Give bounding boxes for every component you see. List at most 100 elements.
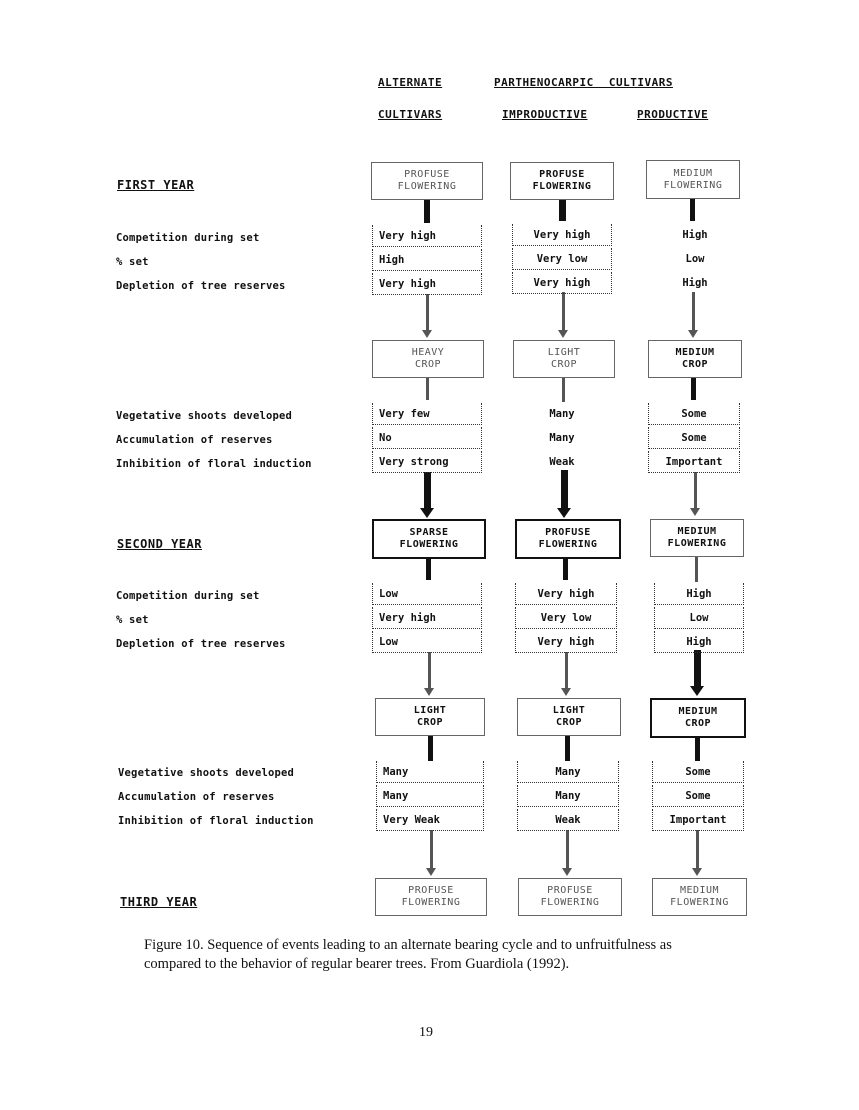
value-cell: Some <box>648 427 740 449</box>
box-text: FLOWERING <box>540 897 600 908</box>
header-parthenocarpic: PARTHENOCARPIC CULTIVARS <box>494 76 673 89</box>
arrowhead-icon <box>690 508 700 516</box>
arrowhead-icon <box>426 868 436 876</box>
box-y1-crop-alternate: HEAVY CROP <box>372 340 484 378</box>
label-set-y1: % set <box>116 256 149 268</box>
connector <box>424 199 430 223</box>
value-cell: Weak <box>549 456 575 468</box>
box-text: FLOWERING <box>399 539 459 550</box>
label-competition-y2: Competition during set <box>116 590 260 602</box>
connector <box>692 292 695 330</box>
arrowhead-icon <box>562 868 572 876</box>
label-accumulation-y1: Accumulation of reserves <box>116 434 273 446</box>
box-y2-crop-alternate: LIGHT CROP <box>375 698 485 736</box>
value-cell: Very low <box>515 607 617 629</box>
connector <box>694 650 701 686</box>
box-text: PROFUSE <box>404 169 450 180</box>
label-set-y2: % set <box>116 614 149 626</box>
arrowhead-icon <box>692 868 702 876</box>
value-cell: Low <box>372 583 482 605</box>
connector <box>696 830 699 868</box>
arrowhead-icon <box>422 330 432 338</box>
box-text: LIGHT <box>552 705 586 716</box>
connector <box>565 652 568 688</box>
page-number: 19 <box>419 1025 433 1040</box>
value-cell: Very high <box>515 583 617 605</box>
connector <box>565 735 570 761</box>
value-cell: Very Weak <box>376 809 484 831</box>
arrowhead-icon <box>561 688 571 696</box>
value-cell: Weak <box>517 809 619 831</box>
value-cell: Very high <box>372 273 482 295</box>
box-text: PROFUSE <box>408 885 454 896</box>
connector <box>428 652 431 688</box>
value-cell: Many <box>376 785 484 807</box>
connector <box>424 472 431 508</box>
value-cell: Low <box>372 631 482 653</box>
connector <box>694 472 697 508</box>
box-text: MEDIUM <box>675 347 715 358</box>
connector <box>426 556 431 580</box>
box-y1-crop-improductive: LIGHT CROP <box>513 340 615 378</box>
value-cell: High <box>682 229 708 241</box>
value-cell: Very high <box>372 607 482 629</box>
box-y1-flowering-alternate: PROFUSE FLOWERING <box>371 162 483 200</box>
box-text: FLOWERING <box>670 897 729 908</box>
second-year-label: SECOND YEAR <box>117 537 202 551</box>
box-text: MEDIUM <box>673 167 713 179</box>
label-competition-y1: Competition during set <box>116 232 260 244</box>
value-cell: Very low <box>512 248 612 270</box>
connector <box>562 376 565 402</box>
value-cell: High <box>654 583 744 605</box>
box-text: HEAVY <box>411 347 445 358</box>
arrowhead-icon <box>557 508 571 518</box>
connector <box>426 376 429 400</box>
box-text: MEDIUM <box>678 706 718 717</box>
value-cell: Many <box>376 761 484 783</box>
box-text: CROP <box>681 359 709 370</box>
value-cell: Many <box>517 785 619 807</box>
value-cell: High <box>682 277 708 289</box>
box-text: CROP <box>555 717 583 728</box>
connector <box>562 292 565 330</box>
box-text: SPARSE <box>409 527 449 538</box>
value-cell: Very high <box>515 631 617 653</box>
box-text: CROP <box>416 717 444 728</box>
box-y1-flowering-productive: MEDIUM FLOWERING <box>646 160 740 199</box>
value-cell: Very strong <box>372 451 482 473</box>
box-y3-flowering-improductive: PROFUSE FLOWERING <box>518 878 622 916</box>
box-text: FLOWERING <box>397 181 457 192</box>
connector <box>559 198 566 221</box>
box-text: FLOWERING <box>401 897 461 908</box>
box-y3-flowering-alternate: PROFUSE FLOWERING <box>375 878 487 916</box>
box-y2-flowering-productive: MEDIUM FLOWERING <box>650 519 744 557</box>
value-cell: Very high <box>372 225 482 247</box>
label-vegetative-y2: Vegetative shoots developed <box>118 767 295 779</box>
value-cell: Important <box>648 451 740 473</box>
box-text: FLOWERING <box>538 539 598 550</box>
value-cell: Some <box>652 761 744 783</box>
label-inhibition-y1: Inhibition of floral induction <box>116 458 312 470</box>
value-cell: No <box>372 427 482 449</box>
box-text: LIGHT <box>413 705 447 716</box>
box-text: MEDIUM <box>677 526 717 537</box>
header-alternate: ALTERNATE <box>378 76 443 89</box>
box-y2-flowering-alternate: SPARSE FLOWERING <box>372 519 486 559</box>
box-text: MEDIUM <box>679 885 720 896</box>
header-cultivars: CULTIVARS <box>378 108 443 121</box>
box-text: PROFUSE <box>545 527 591 538</box>
connector <box>695 556 698 582</box>
label-depletion-y2: Depletion of tree reserves <box>116 638 286 650</box>
header-improductive: IMPRODUCTIVE <box>502 108 588 121</box>
box-text: CROP <box>684 718 712 729</box>
third-year-label: THIRD YEAR <box>120 895 198 909</box>
label-vegetative-y1: Vegetative shoots developed <box>116 410 293 422</box>
first-year-label: FIRST YEAR <box>117 178 195 192</box>
value-cell: Many <box>549 408 575 420</box>
value-cell: Many <box>549 432 575 444</box>
connector <box>695 735 700 761</box>
arrowhead-icon <box>690 686 704 696</box>
value-cell: Very high <box>512 272 612 294</box>
connector <box>428 735 433 761</box>
label-inhibition-y2: Inhibition of floral induction <box>118 815 314 827</box>
